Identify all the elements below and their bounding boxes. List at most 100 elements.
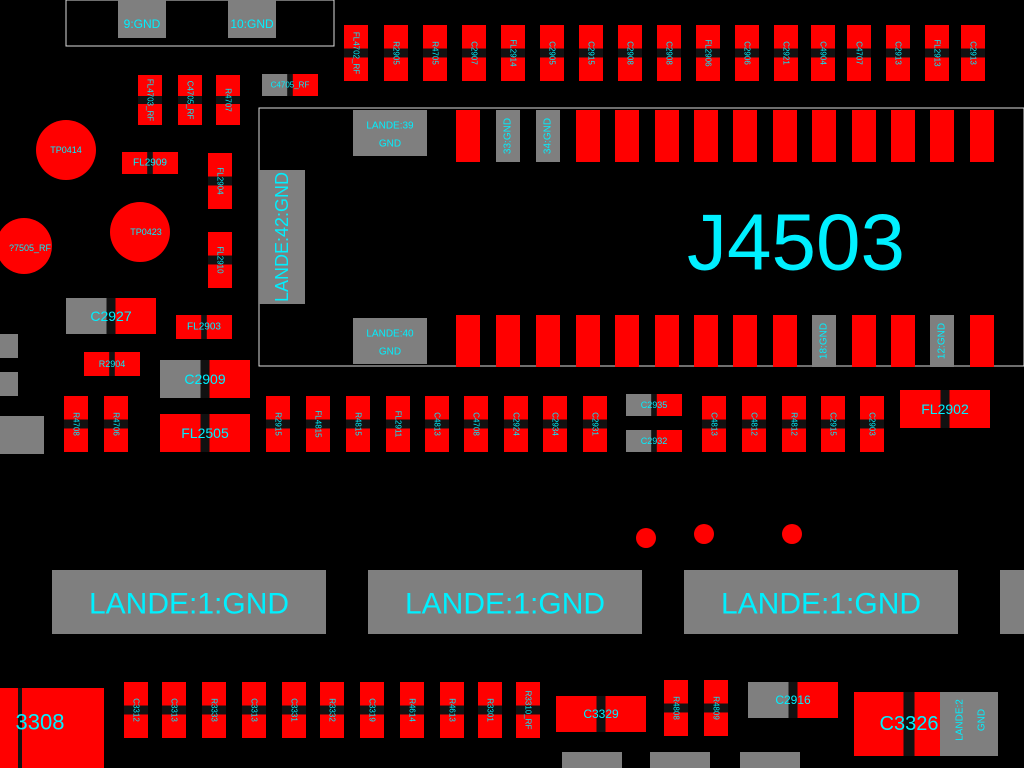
- component-r4809[interactable]: R4809: [704, 680, 728, 736]
- component-c3329[interactable]: C3329: [556, 696, 646, 732]
- component-c2903[interactable]: C2903: [860, 396, 884, 452]
- component-label: C2915: [829, 412, 838, 436]
- body: [579, 48, 603, 58]
- component-c2913[interactable]: C2913: [886, 25, 910, 81]
- gnd-pad: [353, 110, 427, 156]
- component-label: C3319: [368, 698, 377, 722]
- component-label: C2921: [782, 41, 791, 65]
- test-point-tp0414[interactable]: [36, 120, 96, 180]
- body: [860, 419, 884, 429]
- component-fl2911[interactable]: FL2911: [386, 396, 410, 452]
- component-c2921[interactable]: C2921: [774, 25, 798, 81]
- connector-pin: [773, 110, 797, 162]
- component-fl4815[interactable]: FL4815: [306, 396, 330, 452]
- component-fl2913[interactable]: FL2913: [925, 25, 949, 81]
- component-fl2505[interactable]: FL2505: [160, 414, 250, 452]
- pad: [205, 360, 250, 398]
- component-c2932[interactable]: C2932: [626, 430, 682, 452]
- pad-label: GND: [379, 347, 401, 358]
- component-label: C3313: [250, 698, 259, 722]
- component-label: FL2914: [509, 39, 518, 67]
- component-c4707[interactable]: C4707: [847, 25, 871, 81]
- pin-label: 18:GND: [819, 323, 830, 359]
- component-label: C4813: [433, 412, 442, 436]
- connector-pin: [655, 110, 679, 162]
- body: [202, 705, 226, 715]
- component-c2927[interactable]: C2927: [66, 298, 156, 334]
- body: [961, 48, 985, 58]
- component-c4904[interactable]: C4904: [811, 25, 835, 81]
- body: [774, 48, 798, 58]
- component-fl4702_rf[interactable]: FL4702_RF: [344, 25, 368, 81]
- component-c2909[interactable]: C2909: [160, 360, 250, 398]
- pad-label: LANDE:39: [366, 121, 414, 132]
- component-c2934[interactable]: C2934: [543, 396, 567, 452]
- connector-pin: [970, 315, 994, 367]
- component-c2924[interactable]: C2924: [504, 396, 528, 452]
- component-fl2904[interactable]: FL2904: [208, 153, 232, 209]
- component-fl2903[interactable]: FL2903: [176, 315, 232, 339]
- component-r4614[interactable]: R4614: [400, 682, 424, 738]
- test-point-rf[interactable]: [0, 218, 52, 274]
- component-c2907[interactable]: C2907: [462, 25, 486, 81]
- gnd-pad: [228, 0, 276, 38]
- component-r4613[interactable]: R4613: [440, 682, 464, 738]
- component-c2915[interactable]: C2915: [821, 396, 845, 452]
- component-c4813[interactable]: C4813: [425, 396, 449, 452]
- component-c3312[interactable]: C3312: [124, 682, 148, 738]
- component-fl2914[interactable]: FL2914: [501, 25, 525, 81]
- component-r4708[interactable]: R4708: [64, 396, 88, 452]
- component-c4813[interactable]: C4813: [702, 396, 726, 452]
- component-c2908[interactable]: C2908: [657, 25, 681, 81]
- component-c2905[interactable]: C2905: [540, 25, 564, 81]
- body: [618, 48, 642, 58]
- component-r4706[interactable]: R4706: [104, 396, 128, 452]
- component-r3333[interactable]: R3333: [202, 682, 226, 738]
- component-c2906[interactable]: C2906: [735, 25, 759, 81]
- component-c4708[interactable]: C4708: [464, 396, 488, 452]
- connector-pin: [496, 315, 520, 367]
- component-fl2909[interactable]: FL2909: [122, 152, 178, 174]
- component-c2931[interactable]: C2931: [583, 396, 607, 452]
- body: [696, 48, 720, 58]
- component-fl2902[interactable]: FL2902: [900, 390, 990, 428]
- component-r4808[interactable]: R4808: [664, 680, 688, 736]
- connector-pin: [733, 315, 757, 367]
- component-fl2910[interactable]: FL2910: [208, 232, 232, 288]
- pad-label: GND: [379, 139, 401, 150]
- component-c4705_rf[interactable]: C4705_RF: [262, 74, 318, 96]
- body: [782, 419, 806, 429]
- component-c2916[interactable]: C2916: [748, 682, 838, 718]
- connector-pin: [733, 110, 757, 162]
- component-c3313[interactable]: C3313: [162, 682, 186, 738]
- component-label: R4708: [72, 412, 81, 436]
- component-r3332[interactable]: R3332: [320, 682, 344, 738]
- component-c2935[interactable]: C2935: [626, 394, 682, 416]
- component-r2915[interactable]: R2915: [266, 396, 290, 452]
- pad-label: 9:GND: [124, 17, 161, 31]
- gnd-pad: [259, 170, 305, 304]
- component-r2905[interactable]: R2905: [384, 25, 408, 81]
- component-c4705_rf[interactable]: C4705_RF: [178, 75, 202, 125]
- test-point-tp0423[interactable]: [110, 202, 170, 262]
- component-r3301[interactable]: R3301: [478, 682, 502, 738]
- component-label: C4812: [750, 412, 759, 436]
- component-c2908[interactable]: C2908: [618, 25, 642, 81]
- body: [282, 705, 306, 715]
- component-r4812[interactable]: R4812: [782, 396, 806, 452]
- component-c2913[interactable]: C2913: [961, 25, 985, 81]
- component-r4815[interactable]: R4815: [346, 396, 370, 452]
- component-3308[interactable]: [0, 688, 104, 768]
- component-c2915[interactable]: C2915: [579, 25, 603, 81]
- component-r4707[interactable]: R4707: [216, 75, 240, 125]
- component-c3331[interactable]: C3331: [282, 682, 306, 738]
- component-fl4703_rf[interactable]: FL4703_RF: [138, 75, 162, 125]
- component-r3310_rf[interactable]: R3310_RF: [516, 682, 540, 738]
- component-fl2906[interactable]: FL2906: [696, 25, 720, 81]
- component-c3313[interactable]: C3313: [242, 682, 266, 738]
- component-r4705[interactable]: R4705: [423, 25, 447, 81]
- component-r2904[interactable]: R2904: [84, 352, 140, 376]
- component-c3319[interactable]: C3319: [360, 682, 384, 738]
- pad: [654, 394, 682, 416]
- component-c4812[interactable]: C4812: [742, 396, 766, 452]
